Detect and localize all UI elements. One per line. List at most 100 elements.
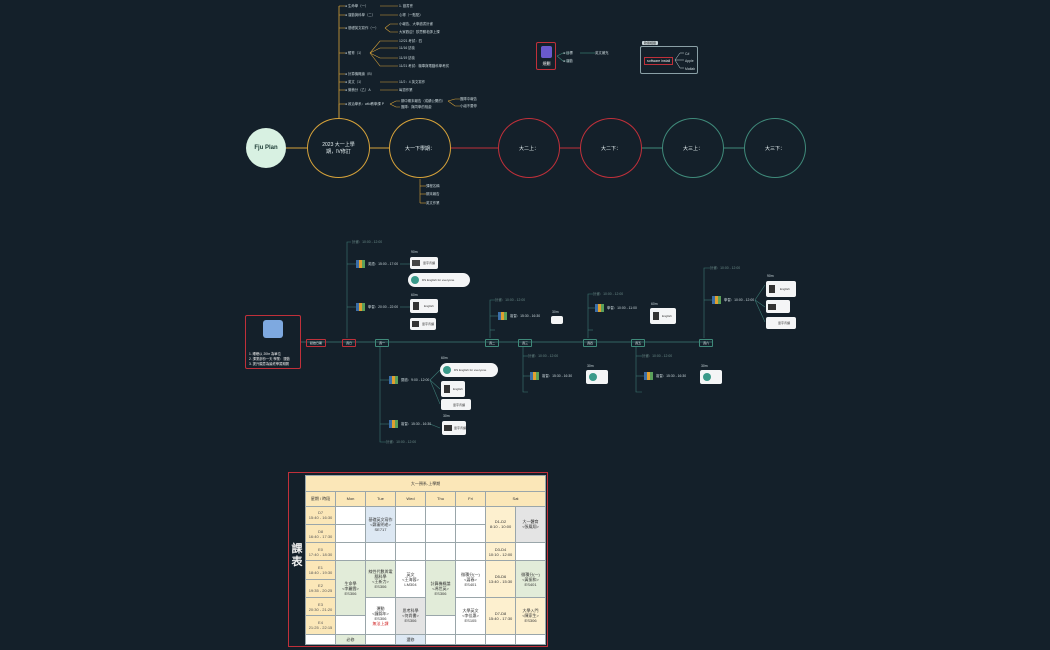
schedule-cell[interactable]: 大學英文 <李佳惠> ES105 xyxy=(455,597,486,635)
schedule-cell xyxy=(425,615,456,635)
timeline-node-sun[interactable]: 週日 xyxy=(342,339,357,347)
duration-label: 30m xyxy=(552,310,559,314)
task-label[interactable]: 閱讀：9:00 - 12:00 xyxy=(401,378,430,382)
duration-label: 30m xyxy=(587,364,594,368)
duration-label: 30m xyxy=(701,364,708,368)
task-label[interactable]: 複習：15:30 - 16:30 xyxy=(656,374,687,378)
branch-item[interactable]: ● 基礎英文寫作（一） xyxy=(345,26,379,30)
schedule-cell xyxy=(395,523,426,544)
task-label[interactable]: 複習：15:30 - 16:30 xyxy=(510,314,541,318)
resource-label: 單字背誦 xyxy=(422,322,435,326)
timeline-node-sat[interactable]: 週六 xyxy=(699,339,714,347)
timeline-card[interactable]: 1. 睡眠以 20hr 為單位 2. 課業部份一天 學業：運動 3. 提升願意為… xyxy=(245,315,301,369)
schedule-cell[interactable]: D7-D8 15:40 - 17:30 xyxy=(485,597,516,635)
duration-label: 60m xyxy=(651,302,658,306)
task-label[interactable]: 學習：10:00 - 12:00 xyxy=(724,298,755,302)
time-slot: D7 15:40 - 16:30 xyxy=(305,505,336,525)
branch-item[interactable]: ● 英文（1） xyxy=(345,80,364,84)
software-item[interactable]: C# xyxy=(685,52,690,56)
branch-note: 1. 讀書會 xyxy=(399,4,413,8)
resource-card-english[interactable]: English xyxy=(766,281,796,297)
schedule-cell xyxy=(395,542,426,562)
resource-card-memo[interactable]: 單字背誦 xyxy=(766,317,796,329)
schedule-cell[interactable]: 基礎英文寫作 <鄭憲明老> SE717 xyxy=(365,505,396,544)
resource-card-memo[interactable]: 單字背誦 xyxy=(442,421,466,435)
schedule-cell[interactable]: 生命學 <李麗雲> ES306 xyxy=(335,560,366,617)
timeline-node-mon[interactable]: 週一 xyxy=(375,339,390,347)
resource-card-memo[interactable]: 單字背誦 xyxy=(441,399,471,410)
task-label[interactable]: 複習：15:30 - 16:30 xyxy=(542,374,573,378)
timeline-node-fri[interactable]: 週五 xyxy=(631,339,646,347)
schedule-cell[interactable]: 大一體育 <張鳳翔> xyxy=(514,505,547,544)
notebook-icon xyxy=(768,304,776,310)
software-group[interactable]: software install C# Apple Matlab xyxy=(640,46,698,74)
spring-item[interactable]: 英文作業 xyxy=(426,201,440,205)
time-slot: D8 16:40 - 17:30 xyxy=(305,523,336,544)
resource-card-memo[interactable]: 單字背誦 xyxy=(410,257,438,269)
resource-label: DS English for everyone xyxy=(422,278,455,282)
spring-item[interactable]: 期末報告 xyxy=(426,192,440,196)
resource-label: 單字背誦 xyxy=(778,321,791,325)
schedule-cell[interactable]: 微積分(一) <蕭春> ES401 xyxy=(455,560,486,599)
branch-item-label: 英文（1） xyxy=(348,80,364,84)
resource-card-small[interactable] xyxy=(551,316,563,324)
schedule-cell[interactable]: 線性代數與電 腦科學 <王新力> ES306 xyxy=(365,560,396,599)
task-label[interactable]: 學習：10:00 - 11:00 xyxy=(607,306,637,310)
schedule-header: Mon xyxy=(335,491,366,507)
resource-card-english[interactable]: English xyxy=(441,381,465,397)
main-node-fall-3[interactable]: 大三上： xyxy=(662,118,724,178)
branch-item[interactable]: ● 體育（1） xyxy=(345,51,364,55)
resource-card-english-site[interactable]: DS English for everyone xyxy=(408,273,470,287)
schedule-cell[interactable]: 思考科學 <何尚書> ES306 xyxy=(395,597,426,635)
software-item[interactable]: Apple xyxy=(685,59,694,63)
timeline-start[interactable]: 起始日期 xyxy=(306,339,327,347)
timeline-node-tue[interactable]: 週二 xyxy=(485,339,500,347)
main-node-spring-3[interactable]: 大三下： xyxy=(744,118,806,178)
spring-item[interactable]: 課程名稱 xyxy=(426,184,440,188)
resource-card-globe[interactable] xyxy=(700,370,722,384)
software-item[interactable]: Matlab xyxy=(685,67,696,71)
resource-label: DS English for everyone xyxy=(454,368,487,372)
software-title[interactable]: software install xyxy=(644,57,674,65)
main-node-spring-2[interactable]: 大二下： xyxy=(580,118,642,178)
branch-item[interactable]: ● 微積分（乙）A xyxy=(345,88,371,92)
resource-card-english[interactable]: English xyxy=(650,308,676,324)
timeline-node-wed[interactable]: 週三 xyxy=(518,339,533,347)
branch-item[interactable]: ● 計算機概論（B） xyxy=(345,72,374,76)
branch-item[interactable]: ● 生命學（一） xyxy=(345,4,369,8)
main-node-fall-2023[interactable]: 2023 大一上學期，IV修訂 xyxy=(307,118,370,178)
main-node-spring-1[interactable]: 大一下學期： xyxy=(389,118,451,178)
schedule-cell[interactable]: D1-D2 8:10 - 10:00 xyxy=(485,505,516,544)
schedule-cell[interactable]: 大學入門 <陳家生> ES306 xyxy=(514,597,547,635)
schedule-cell[interactable]: 英文 <王海蓉> LM304 xyxy=(395,560,426,599)
plan-link[interactable]: ● 目標 xyxy=(563,51,573,55)
resource-card-globe[interactable] xyxy=(586,370,608,384)
resource-card-english[interactable]: English xyxy=(410,299,438,313)
branch-item[interactable]: ● 運動與科學（二） xyxy=(345,13,376,17)
timeline-node-thu[interactable]: 週四 xyxy=(583,339,598,347)
plan-card[interactable]: 規劃 xyxy=(536,42,556,70)
task-label[interactable]: 學習：20:00 - 22:00 xyxy=(368,305,399,309)
notebook-icon xyxy=(412,321,419,327)
root-node[interactable]: Fju Plan xyxy=(246,128,286,168)
task-label[interactable]: 複習：15:30 - 16:30 xyxy=(401,422,432,426)
schedule-cell xyxy=(425,523,456,544)
main-node-fall-2[interactable]: 大二上： xyxy=(498,118,560,178)
resource-card-memo[interactable]: 單字背誦 xyxy=(410,318,436,330)
plan-link[interactable]: ● 運動 xyxy=(563,59,573,63)
books-icon xyxy=(389,420,398,428)
branch-item[interactable]: ● 政治學系：wiki教學課 P xyxy=(345,102,384,106)
schedule-cell[interactable]: 計算機概論 <馮世英> ES306 xyxy=(425,560,456,617)
task-label[interactable]: 英語：15:00 - 17:00 xyxy=(368,262,399,266)
books-icon xyxy=(498,312,507,320)
schedule-cell[interactable]: D5-D6 13:40 - 15:30 xyxy=(485,560,516,599)
resource-card-memo[interactable] xyxy=(766,300,790,313)
resource-card-english-site[interactable]: DS English for everyone xyxy=(440,363,498,377)
main-node-label: 大二上： xyxy=(518,145,539,152)
schedule-cell[interactable]: 微積分(一) <黃振和> ES401 xyxy=(514,560,547,599)
schedule-cell[interactable]: D3-D4 10:10 - 12:00 xyxy=(485,542,516,562)
schedule-header: Tue xyxy=(365,491,396,507)
